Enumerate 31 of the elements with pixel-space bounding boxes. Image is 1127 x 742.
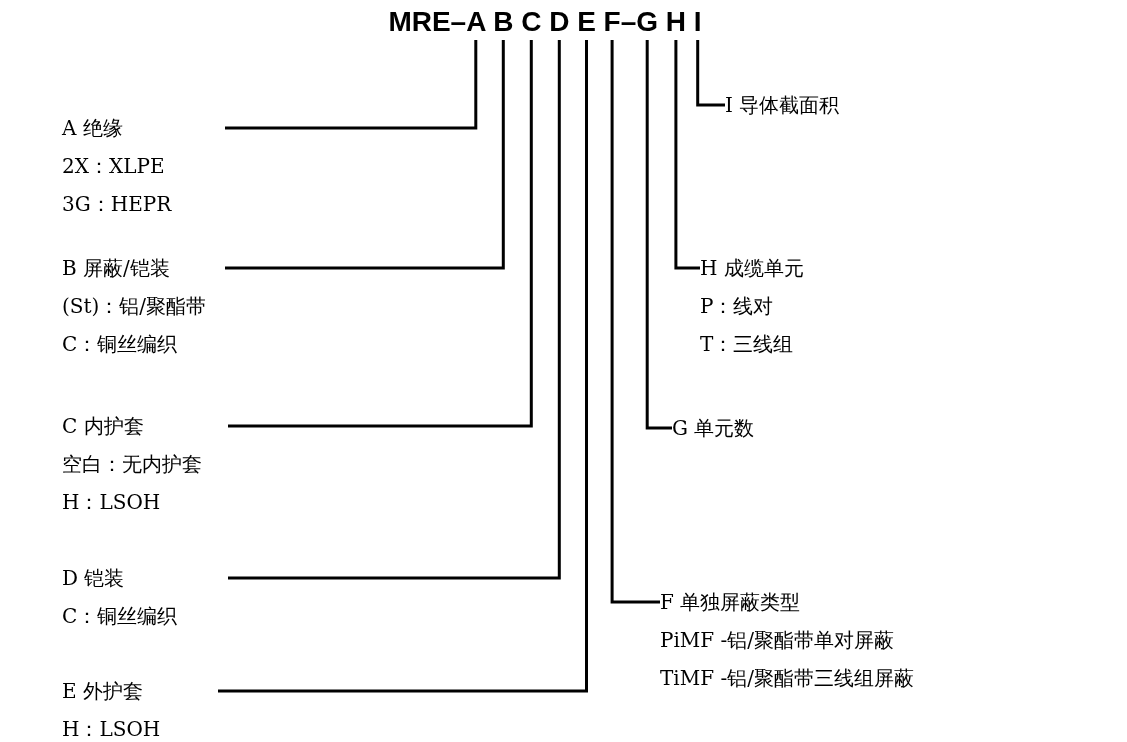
- code-letter-heading: D 铠装: [62, 565, 126, 592]
- code-letter-heading: H 成缆单元: [700, 255, 804, 282]
- code-letter-heading: C 内护套: [62, 413, 145, 440]
- code-letter-heading: A 绝缘: [62, 115, 124, 142]
- code-letter-heading: B 屏蔽/铠装: [62, 255, 171, 282]
- option-text: 2X：XLPE: [62, 153, 166, 180]
- leader-line: [696, 40, 725, 107]
- option-text: TiMF -铝/聚酯带三线组屏蔽: [660, 665, 914, 692]
- option-text: C：铜丝编织: [62, 331, 179, 358]
- option-text: H：LSOH: [62, 489, 162, 516]
- code-letter-heading: F 单独屏蔽类型: [660, 589, 802, 616]
- option-text: 3G：HEPR: [62, 191, 172, 218]
- leader-line: [645, 40, 672, 430]
- code-letter-heading: I 导体截面积: [725, 92, 840, 119]
- option-text: T：三线组: [700, 331, 795, 358]
- option-text: H：LSOH: [62, 716, 161, 742]
- option-text: (St)：铝/聚酯带: [62, 293, 207, 320]
- leader-line: [218, 40, 588, 693]
- leader-line: [610, 40, 660, 604]
- option-text: C：铜丝编织: [62, 603, 178, 630]
- option-text: PiMF -铝/聚酯带单对屏蔽: [660, 627, 896, 654]
- code-letter-heading: G 单元数: [672, 415, 755, 442]
- leader-line: [674, 40, 700, 270]
- code-letter-heading: E 外护套: [62, 678, 144, 705]
- leader-line: [228, 40, 561, 580]
- leader-line: [225, 40, 478, 130]
- leader-line: [225, 40, 505, 270]
- option-text: P：线对: [700, 293, 775, 320]
- type-code: MRE–A B C D E F–G H I: [388, 2, 702, 42]
- option-text: 空白：无内护套: [62, 451, 202, 478]
- leader-line: [228, 40, 533, 428]
